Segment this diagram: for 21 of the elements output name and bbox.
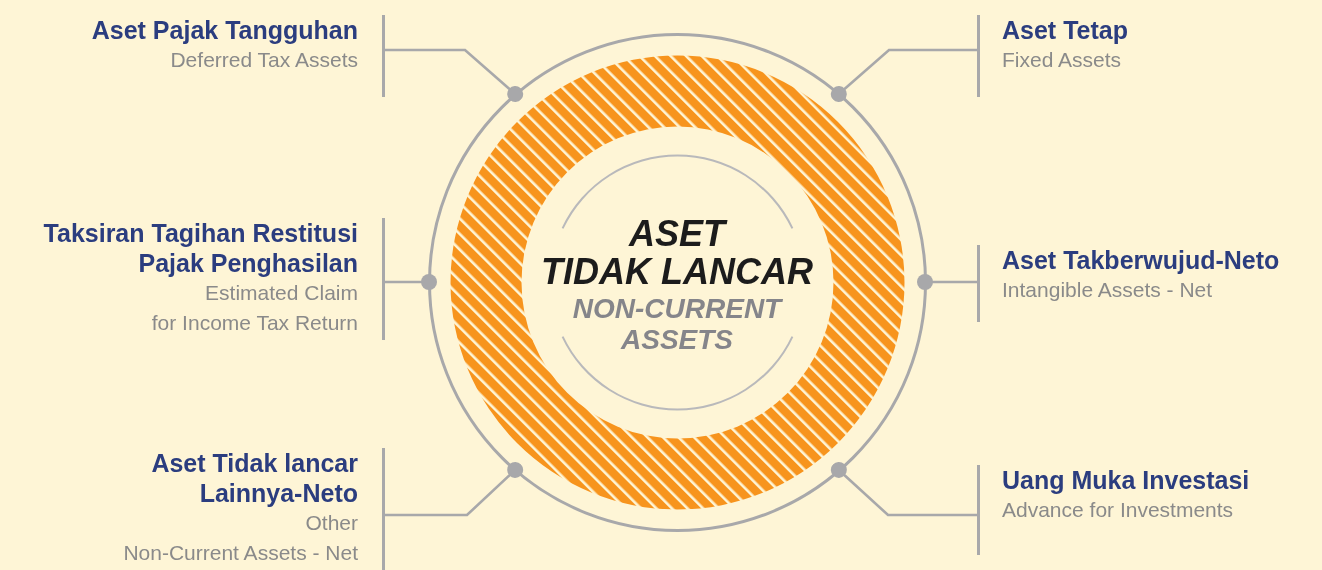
- account-name: Uang Muka Investasi: [1002, 465, 1250, 495]
- account-name: Aset Takberwujud-Neto: [1002, 245, 1280, 275]
- leader-line: [383, 274, 437, 290]
- account-name: Aset Tetap: [1002, 15, 1128, 45]
- account-translation: Intangible Assets - Net: [1002, 277, 1213, 303]
- leader-line: [383, 461, 524, 517]
- leader-line: [830, 461, 979, 517]
- leader-line: [830, 48, 979, 103]
- account-translation: Fixed Assets: [1002, 47, 1122, 73]
- leader-line: [917, 274, 979, 290]
- account-translation: Estimated Claim for Income Tax Return: [151, 280, 358, 336]
- account-translation: Advance for Investments: [1002, 497, 1234, 523]
- outer-circle: [427, 32, 927, 532]
- account-translation: Other Non-Current Assets - Net: [123, 510, 358, 566]
- account-translation: Deferred Tax Assets: [170, 47, 358, 73]
- center-subtitle: NON-CURRENT ASSETS: [571, 293, 784, 355]
- account-name: Aset Pajak Tangguhan: [91, 15, 358, 45]
- center-title: ASET TIDAK LANCAR: [540, 215, 814, 291]
- leader-line: [383, 48, 524, 103]
- account-name: Taksiran Tagihan Restitusi Pajak Penghasilan: [43, 218, 358, 278]
- account-name: Aset Tidak lancar Lainnya-Neto: [151, 448, 358, 508]
